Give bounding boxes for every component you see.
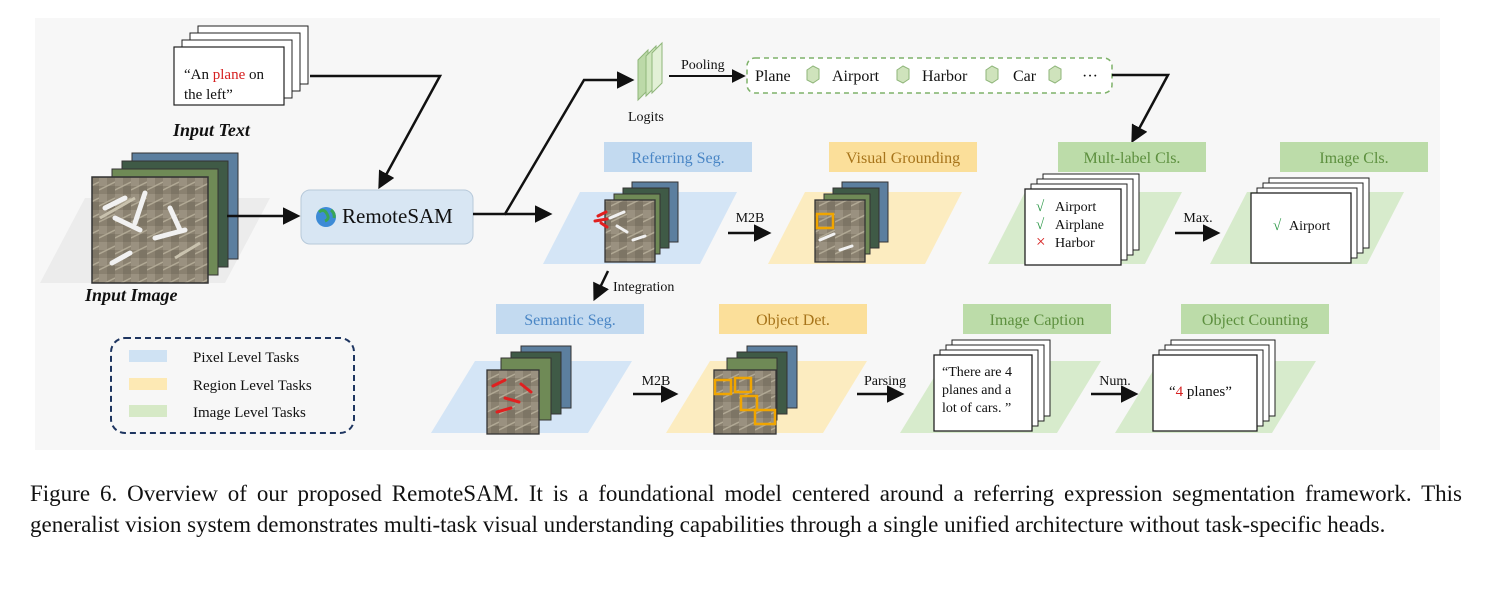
class-list: Plane Airport Harbor Car ··· <box>755 65 1098 85</box>
legend: Pixel Level Tasks Region Level Tasks Ima… <box>129 350 312 421</box>
class-more: ··· <box>1082 68 1098 85</box>
class-plane: Plane <box>755 68 791 85</box>
arrow-label-integration: Integration <box>613 280 674 295</box>
class-harbor: Harbor <box>922 68 968 85</box>
cube-icon <box>1048 65 1062 84</box>
overview-figure: “An plane on the left” Input Text Input … <box>35 18 1440 450</box>
class-car: Car <box>1013 68 1037 85</box>
arrow-text-to-model <box>310 74 443 190</box>
multilabel-label-2: Harbor <box>1055 236 1095 251</box>
image-cls-mark: √ <box>1273 218 1282 234</box>
arrow-model-to-logits <box>473 71 635 216</box>
object-counting-doc-stack: “4 planes” <box>1152 339 1276 432</box>
logits-label: Logits <box>628 110 664 125</box>
task-image-cls: Image Cls. <box>1319 150 1388 167</box>
arrow-label-m2b-bottom: M2B <box>642 374 671 389</box>
semantic-seg-images <box>486 345 572 435</box>
input-image-stack <box>91 152 239 284</box>
arrow-label-max: Max. <box>1183 211 1212 226</box>
legend-swatch-region <box>129 378 167 390</box>
pooling-label: Pooling <box>681 58 725 73</box>
arrow-integration <box>593 270 610 302</box>
class-airport: Airport <box>832 68 880 85</box>
multilabel-label-1: Airplane <box>1055 218 1104 233</box>
task-referring-seg: Referring Seg. <box>631 150 724 167</box>
legend-label-pixel: Pixel Level Tasks <box>193 350 299 366</box>
counting-rest: planes” <box>1183 384 1232 400</box>
arrow-label-m2b-top: M2B <box>736 211 765 226</box>
svg-text:“4 planes”: “4 planes” <box>1169 384 1232 400</box>
multilabel-mark-2: × <box>1036 232 1046 251</box>
counting-open-quote: “ <box>1169 384 1176 400</box>
multilabel-mark-1: √ <box>1036 217 1045 233</box>
input-text-highlight: plane <box>213 67 246 83</box>
caption-line-1: planes and a <box>942 383 1012 398</box>
multilabel-label-0: Airport <box>1055 200 1096 215</box>
cube-icon <box>985 65 999 84</box>
task-visual-grounding: Visual Grounding <box>846 150 960 167</box>
task-object-counting: Object Counting <box>1202 312 1308 329</box>
input-text-stack: “An plane on the left” <box>173 25 309 106</box>
remotesam-box: RemoteSAM <box>300 189 474 245</box>
caption-line-2: lot of cars. ” <box>942 401 1011 416</box>
input-text-label: Input Text <box>172 120 251 140</box>
arrow-classes-to-multilabel <box>1112 73 1171 144</box>
legend-box <box>110 337 355 434</box>
counting-number: 4 <box>1176 384 1184 400</box>
svg-text:“An plane on: “An plane on <box>184 67 264 83</box>
arrow-label-parsing: Parsing <box>864 374 906 389</box>
input-text-after: on <box>245 67 264 83</box>
cube-icon <box>896 65 910 84</box>
legend-label-image: Image Level Tasks <box>193 405 306 421</box>
task-multilabel-cls: Mult-label Cls. <box>1084 150 1181 167</box>
cube-icon <box>806 65 820 84</box>
legend-swatch-image <box>129 405 167 417</box>
logits-blocks <box>637 41 663 102</box>
figure-caption: Figure 6. Overview of our proposed Remot… <box>30 481 1462 537</box>
multilabel-doc-stack: √ Airport √ Airplane × Harbor <box>1024 173 1140 266</box>
object-det-images <box>713 345 798 435</box>
referring-seg-images <box>593 181 679 263</box>
task-image-caption: Image Caption <box>990 312 1085 329</box>
caption-line-0: “There are 4 <box>942 365 1012 380</box>
task-semantic-seg: Semantic Seg. <box>524 312 616 329</box>
model-name: RemoteSAM <box>342 204 453 228</box>
image-cls-doc-stack: √ Airport <box>1250 177 1370 264</box>
task-object-det: Object Det. <box>756 312 830 329</box>
arrow-label-num: Num. <box>1099 374 1131 389</box>
input-text-quote: “An <box>184 67 213 83</box>
multilabel-mark-0: √ <box>1036 199 1045 215</box>
image-cls-label: Airport <box>1289 219 1330 234</box>
image-caption-doc-stack: “There are 4 planes and a lot of cars. ” <box>933 339 1051 432</box>
input-text-line2: the left” <box>184 87 233 103</box>
legend-label-region: Region Level Tasks <box>193 378 312 394</box>
input-image-label: Input Image <box>84 285 178 305</box>
visual-grounding-images <box>814 181 889 263</box>
legend-swatch-pixel <box>129 350 167 362</box>
